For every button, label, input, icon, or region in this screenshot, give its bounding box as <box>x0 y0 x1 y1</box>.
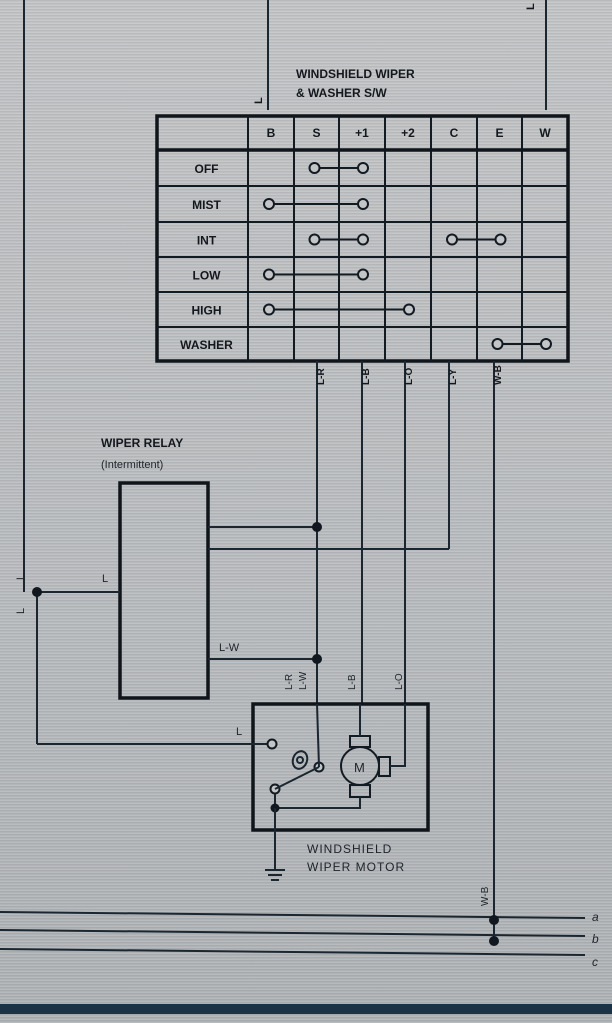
junction-dot <box>489 936 499 946</box>
park-switch-arm <box>274 766 320 790</box>
column-header: E <box>495 126 503 140</box>
switch-terminal <box>357 233 369 246</box>
switch-terminal <box>540 338 552 350</box>
relay-subtitle: (Intermittent) <box>101 459 163 471</box>
wire-label: L-Y <box>448 369 459 385</box>
motor-title-line2: WIPER MOTOR <box>307 860 405 874</box>
motor-label-lw: L-W <box>298 671 309 690</box>
switch-terminal <box>308 233 321 246</box>
motor-label-lo: L-O <box>394 673 405 690</box>
column-header: B <box>267 126 276 140</box>
bus-wire-label: W-B <box>480 886 491 906</box>
motor-label-lr: L-R <box>284 674 295 690</box>
row-label-washer: WASHER <box>180 338 233 352</box>
column-header: +1 <box>355 126 369 140</box>
column-header: W <box>539 126 551 140</box>
wire-label: L-R <box>316 368 327 385</box>
column-header: C <box>450 126 459 140</box>
row-label-int: INT <box>197 234 217 248</box>
column-header: S <box>312 126 320 140</box>
bus-line-c <box>0 948 586 956</box>
switch-title-line1: WINDSHIELD WIPER <box>296 67 415 81</box>
switch-terminal <box>494 233 507 246</box>
motor-brush-top <box>349 735 371 748</box>
row-label-off: OFF <box>195 162 219 176</box>
relay-input-label: L <box>102 573 108 585</box>
row-label-mist: MIST <box>192 198 221 212</box>
motor-terminal <box>266 738 278 750</box>
bus-line-label: b <box>592 932 599 946</box>
top-label-l2: L <box>525 3 537 10</box>
cam-center-icon <box>296 756 304 764</box>
motor-title-line1: WINDSHIELD <box>307 842 392 856</box>
top-label-l1: L <box>253 97 265 104</box>
cam-icon <box>291 750 309 770</box>
motor-ground-wire <box>274 794 361 809</box>
lo-motor-wire <box>390 704 406 767</box>
bus-line-label: c <box>592 955 598 969</box>
switch-terminal <box>357 268 369 281</box>
junction-dot <box>489 915 499 925</box>
bus-line-b <box>0 929 586 937</box>
bus-line-a <box>0 911 586 919</box>
wiper-motor-box <box>251 702 430 832</box>
left-label-l2: L <box>15 608 27 614</box>
column-header: +2 <box>401 126 415 140</box>
motor-symbol-label: M <box>354 760 365 775</box>
junction-dot <box>32 587 42 597</box>
switch-terminal <box>403 303 415 316</box>
switch-terminal <box>357 162 369 174</box>
motor-brush-right <box>378 756 391 777</box>
switch-terminal <box>446 233 458 246</box>
wire-label: W-B <box>493 365 504 385</box>
switch-title-line2: & WASHER S/W <box>296 86 387 100</box>
switch-terminal <box>263 198 275 210</box>
switch-terminal <box>491 338 504 350</box>
switch-terminal <box>357 198 369 210</box>
bus-line-label: a <box>592 910 599 924</box>
junction-dot <box>312 654 322 664</box>
junction-dot <box>312 522 322 532</box>
wiper-relay-box <box>118 481 210 700</box>
motor-brush-bottom <box>349 784 371 798</box>
relay-output-label: L-W <box>219 642 240 654</box>
motor-label-lb: L-B <box>347 674 358 690</box>
left-label-l1: L <box>15 574 27 580</box>
wire-label: L-B <box>361 368 372 385</box>
switch-terminal <box>263 303 275 316</box>
relay-title: WIPER RELAY <box>101 436 183 450</box>
wire-label: L-O <box>404 368 415 385</box>
bottom-border-bar <box>0 1004 612 1014</box>
lr-motor-wire <box>316 703 320 768</box>
row-label-low: LOW <box>193 269 222 283</box>
switch-terminal <box>308 162 321 174</box>
switch-table: B S +1 +2 C E W OFF MIST INT LOW HIGH WASHER <box>155 114 570 363</box>
row-label-high: HIGH <box>192 304 222 318</box>
motor-input-label: L <box>236 726 242 738</box>
switch-terminal <box>263 268 275 281</box>
wiper-motor-internals: M <box>265 703 406 881</box>
